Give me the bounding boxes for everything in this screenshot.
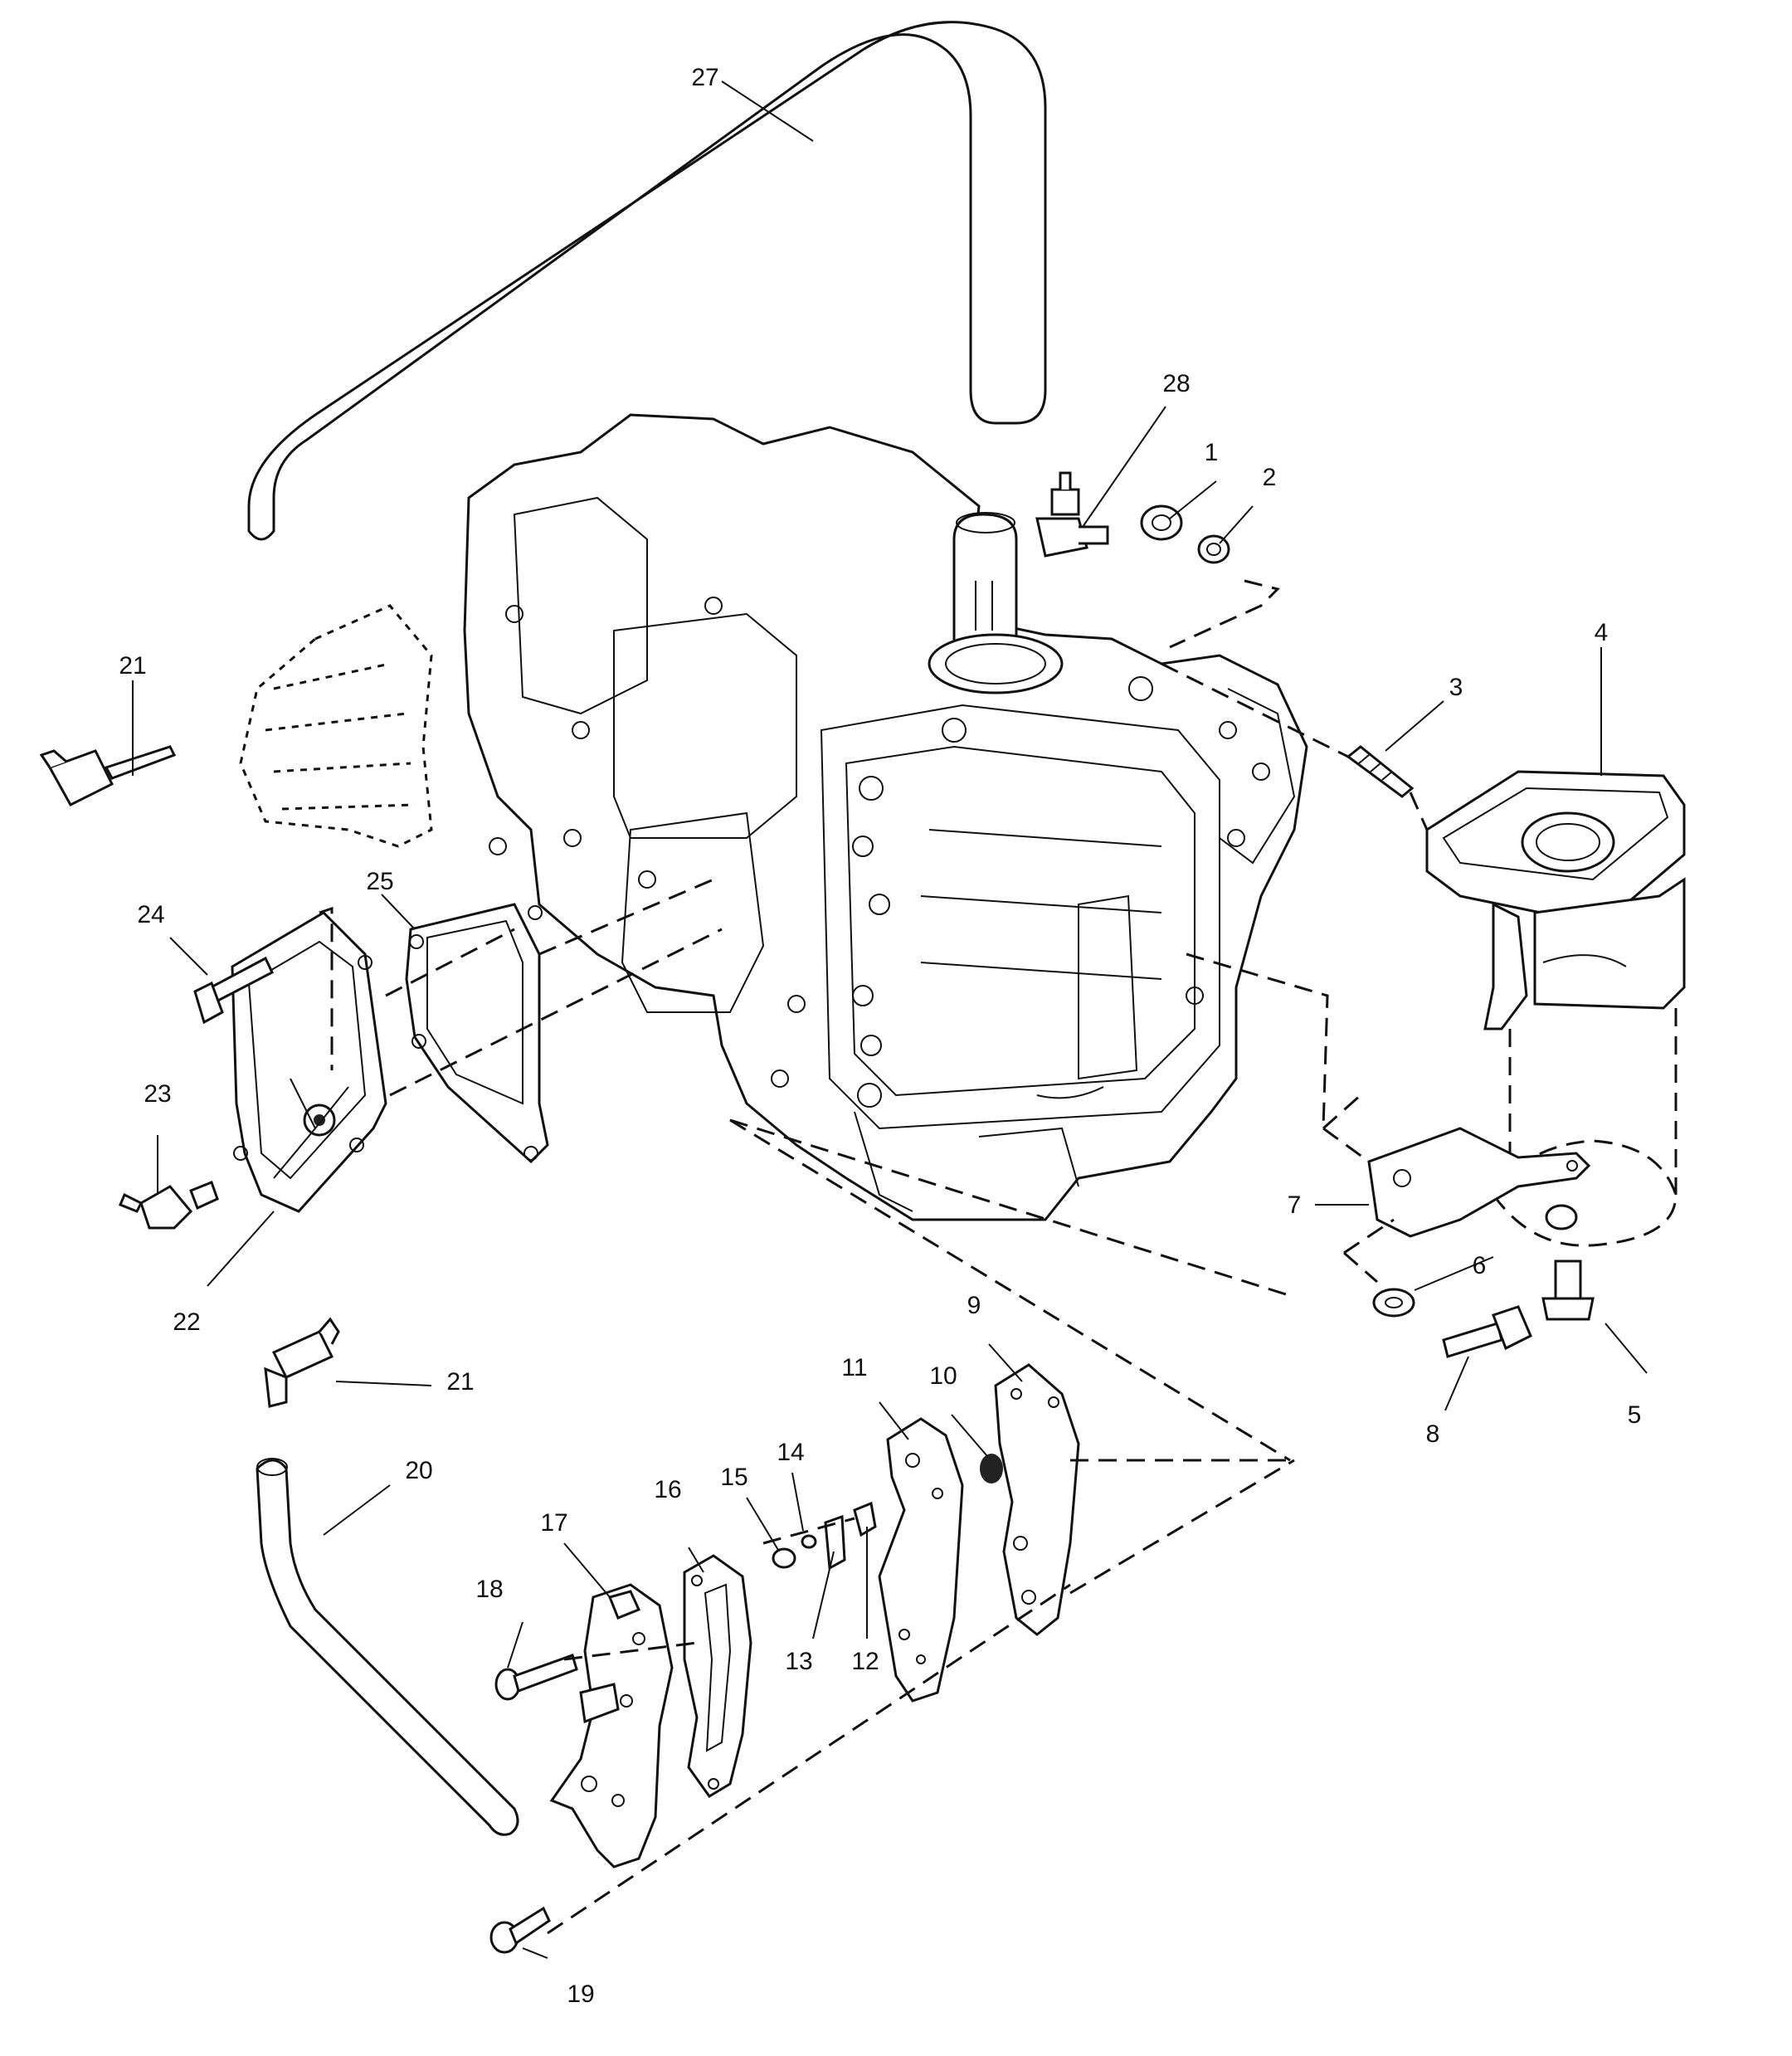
callout-17: 17 bbox=[540, 1509, 567, 1537]
callout-2: 2 bbox=[1263, 464, 1277, 491]
callout-6: 6 bbox=[1473, 1252, 1487, 1279]
callout-22: 22 bbox=[173, 1308, 200, 1336]
part-3-stud bbox=[1346, 745, 1415, 798]
callout-18: 18 bbox=[475, 1576, 503, 1603]
part-11-reed-block bbox=[878, 1417, 964, 1703]
part-6-washers bbox=[1372, 1204, 1578, 1318]
part-23-elbow bbox=[119, 1181, 219, 1230]
callout-23: 23 bbox=[144, 1080, 171, 1108]
part-21-fitting-lower bbox=[264, 1317, 340, 1408]
leader-lines bbox=[132, 80, 1648, 1959]
part-25-gasket bbox=[405, 903, 549, 1164]
ghost-component bbox=[239, 604, 433, 848]
part-4-adapter-housing bbox=[1425, 770, 1686, 1247]
part-5-bolt bbox=[1541, 1259, 1595, 1321]
powerhead-crankcase bbox=[463, 413, 1308, 1221]
callout-27: 27 bbox=[691, 64, 718, 91]
callout-13: 13 bbox=[785, 1648, 812, 1675]
callout-24: 24 bbox=[137, 901, 164, 928]
part-2-washer bbox=[1197, 534, 1230, 564]
part-10-dowel bbox=[980, 1454, 1003, 1484]
callout-5: 5 bbox=[1628, 1401, 1642, 1429]
part-12-reed-stop bbox=[853, 1501, 877, 1537]
part-1-nut bbox=[1140, 504, 1183, 541]
part-19-screw bbox=[489, 1906, 551, 1954]
part-17-adapter bbox=[549, 1583, 674, 1868]
callout-8: 8 bbox=[1426, 1420, 1440, 1448]
callout-21-upper: 21 bbox=[119, 652, 146, 680]
callout-4: 4 bbox=[1595, 619, 1609, 646]
callout-7: 7 bbox=[1288, 1191, 1302, 1219]
callout-25: 25 bbox=[366, 868, 393, 895]
callout-15: 15 bbox=[720, 1464, 747, 1491]
part-27-hose bbox=[247, 21, 1047, 541]
part-8-bolt bbox=[1442, 1305, 1532, 1358]
part-22-cover bbox=[231, 911, 387, 1213]
part-20-hose bbox=[256, 1458, 519, 1836]
part-16-gasket bbox=[683, 1554, 752, 1798]
callout-28: 28 bbox=[1162, 370, 1190, 397]
callout-19: 19 bbox=[567, 1980, 594, 2008]
callout-20: 20 bbox=[405, 1457, 432, 1484]
callout-labels: 1 2 3 4 5 6 7 8 9 10 11 12 13 14 15 16 1… bbox=[119, 64, 1641, 2008]
callout-3: 3 bbox=[1449, 674, 1463, 701]
part-18-screw bbox=[494, 1654, 578, 1701]
part-15-screw bbox=[772, 1547, 796, 1569]
callout-12: 12 bbox=[851, 1648, 879, 1675]
callout-11: 11 bbox=[841, 1354, 867, 1381]
part-14-washer bbox=[801, 1534, 817, 1549]
part-7-bracket bbox=[1322, 1094, 1591, 1238]
part-9-reed-plate bbox=[994, 1363, 1080, 1636]
callout-10: 10 bbox=[929, 1362, 957, 1390]
callout-21-lower: 21 bbox=[446, 1368, 474, 1396]
callout-1: 1 bbox=[1205, 439, 1219, 466]
callout-16: 16 bbox=[654, 1476, 681, 1503]
part-21-sensor-upper bbox=[39, 745, 177, 806]
part-24-bolt bbox=[193, 956, 274, 1025]
callout-14: 14 bbox=[777, 1439, 804, 1466]
part-13-reed-petal bbox=[824, 1514, 846, 1571]
callout-9: 9 bbox=[967, 1292, 981, 1319]
part-28-fitting bbox=[1035, 471, 1109, 558]
